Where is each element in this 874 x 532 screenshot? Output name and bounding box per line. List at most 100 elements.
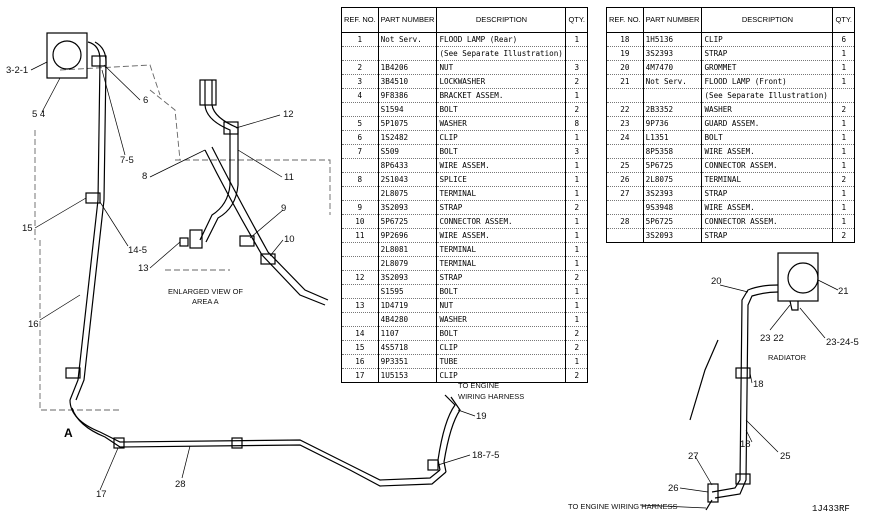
description-cell: (See Separate Illustration) <box>701 88 834 103</box>
bottom-harness <box>69 399 441 481</box>
callout-26: 26 <box>668 483 679 494</box>
callout-21: 21 <box>838 286 849 297</box>
wiring-harness-caption: WIRING HARNESS <box>458 392 525 401</box>
callout-6: 6 <box>143 95 149 106</box>
ref-cell <box>341 256 379 271</box>
description-cell: WASHER <box>436 312 567 327</box>
qty-cell: 1 <box>832 74 855 89</box>
header-part-number: PART NUMBER <box>643 7 703 33</box>
qty-cell: 1 <box>565 284 588 299</box>
description-cell: TERMINAL <box>701 172 834 187</box>
ref-cell <box>606 144 644 159</box>
qty-cell: 1 <box>832 116 855 131</box>
part-number-cell: 3S2093 <box>378 270 438 285</box>
qty-cell: 2 <box>832 102 855 117</box>
description-cell: WIRE ASSEM. <box>436 228 567 243</box>
description-cell: SPLICE <box>436 172 567 187</box>
description-cell: WIRE ASSEM. <box>701 200 834 215</box>
qty-cell: 1 <box>565 88 588 103</box>
ref-cell: 11 <box>341 228 379 243</box>
header-description: DESCRIPTION <box>436 7 567 33</box>
qty-cell: 1 <box>565 214 588 229</box>
description-cell: BOLT <box>701 130 834 145</box>
part-number-cell <box>378 46 438 61</box>
ref-cell <box>341 242 379 257</box>
ref-cell: 2 <box>341 60 379 75</box>
ref-cell <box>341 158 379 173</box>
area-a-caption: AREA A <box>192 297 219 306</box>
ref-cell: 28 <box>606 214 644 229</box>
description-cell: CLIP <box>701 32 834 47</box>
qty-cell: 1 <box>565 242 588 257</box>
qty-cell: 2 <box>565 326 588 341</box>
part-number-cell: 9P736 <box>643 116 703 131</box>
callout-27: 27 <box>688 451 699 462</box>
qty-cell: 1 <box>565 130 588 145</box>
part-number-cell: Not Serv. <box>643 74 703 89</box>
callout-9: 9 <box>281 203 287 214</box>
description-cell: BOLT <box>436 144 567 159</box>
qty-cell: 1 <box>832 144 855 159</box>
part-number-cell: 3S2393 <box>643 186 703 201</box>
qty-cell: 1 <box>565 256 588 271</box>
description-cell: STRAP <box>701 186 834 201</box>
header-description: DESCRIPTION <box>701 7 834 33</box>
part-number-cell: 4B4280 <box>378 312 438 327</box>
qty-cell: 8 <box>565 116 588 131</box>
ref-cell: 20 <box>606 60 644 75</box>
part-number-cell: 3S2093 <box>643 228 703 243</box>
qty-cell: 2 <box>565 74 588 89</box>
description-cell: BOLT <box>436 102 567 117</box>
qty-cell: 2 <box>565 200 588 215</box>
qty-cell: 2 <box>565 368 588 383</box>
callout-8: 8 <box>142 171 148 182</box>
part-number-cell <box>643 88 703 103</box>
callout-14-5: 14-5 <box>128 245 148 256</box>
part-number-cell: 1U5153 <box>378 368 438 383</box>
ref-cell: 17 <box>341 368 379 383</box>
description-cell: STRAP <box>701 46 834 61</box>
callout-12: 12 <box>283 109 294 120</box>
callout-18-lower: 18 <box>740 439 751 450</box>
callout-20: 20 <box>711 276 722 287</box>
part-number-cell: 2L8075 <box>643 172 703 187</box>
part-number-cell: 1B4206 <box>378 60 438 75</box>
ref-cell: 8 <box>341 172 379 187</box>
area-a-marker: A <box>64 426 73 440</box>
ref-cell: 18 <box>606 32 644 47</box>
part-number-cell: S1595 <box>378 284 438 299</box>
callout-16: 16 <box>28 319 39 330</box>
description-cell: BOLT <box>436 326 567 341</box>
callout-15: 15 <box>22 223 33 234</box>
part-number-cell: 3S2093 <box>378 200 438 215</box>
description-cell: (See Separate Illustration) <box>436 46 567 61</box>
qty-cell: 2 <box>832 228 855 243</box>
ref-cell: 1 <box>341 32 379 47</box>
part-number-cell: 5P6725 <box>378 214 438 229</box>
part-number-cell: 9S3948 <box>643 200 703 215</box>
callout-10: 10 <box>284 234 295 245</box>
callout-23-22: 23 22 <box>760 333 784 344</box>
ref-cell: 3 <box>341 74 379 89</box>
part-number-cell: 3S2393 <box>643 46 703 61</box>
